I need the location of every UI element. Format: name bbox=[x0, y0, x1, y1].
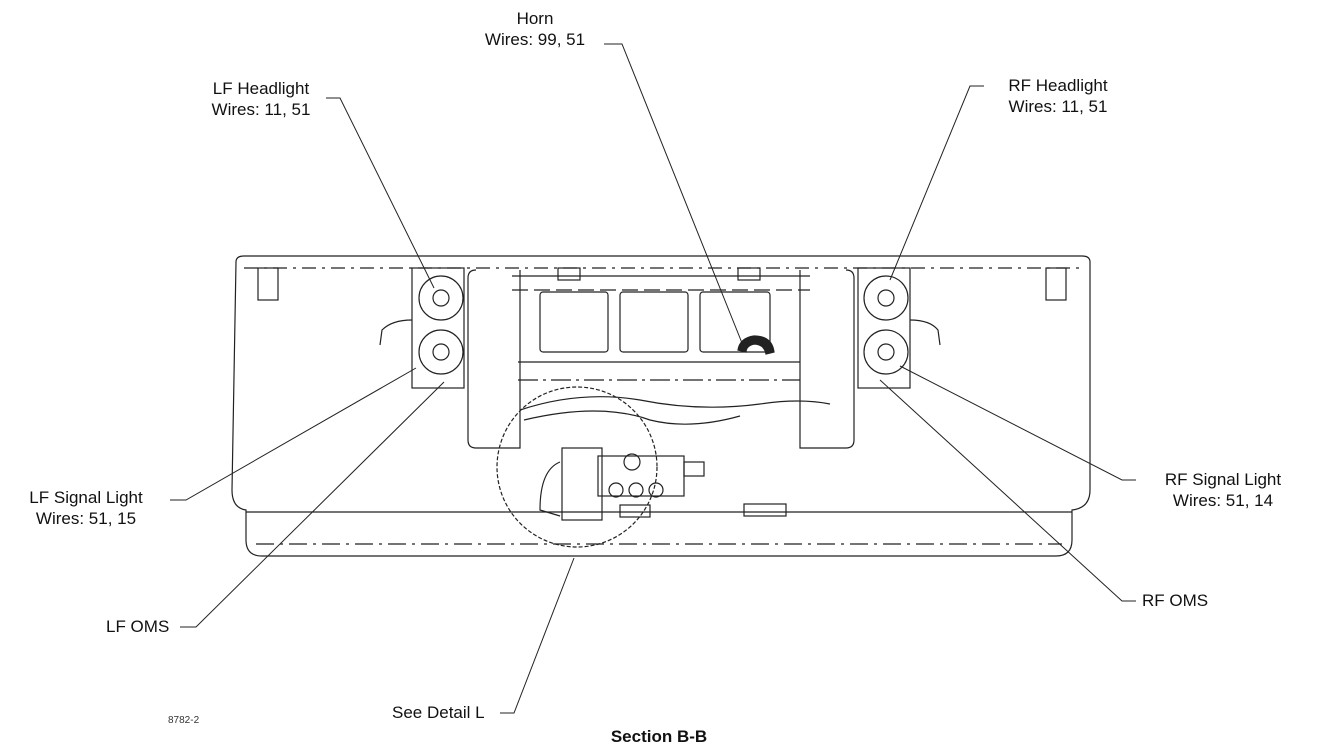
rf-headlight-wires: Wires: 11, 51 bbox=[1008, 97, 1108, 116]
leader-rf-signal bbox=[899, 365, 1136, 481]
figure-number: 8782-2 bbox=[168, 715, 200, 726]
lf-oms-label: LF OMS bbox=[106, 617, 170, 636]
detail-circle bbox=[496, 386, 658, 548]
rf-headlight-label: RF Headlight bbox=[1008, 76, 1108, 95]
lf-signal-label: LF Signal Light bbox=[29, 488, 143, 507]
lf-headlight-wires: Wires: 11, 51 bbox=[211, 100, 311, 119]
rf-signal-wires: Wires: 51, 14 bbox=[1172, 491, 1274, 510]
horn-callout: Horn Wires: 99, 51 bbox=[470, 8, 600, 50]
lf-headlight-label: LF Headlight bbox=[212, 79, 310, 98]
see-detail-label: See Detail L bbox=[392, 703, 485, 722]
horn-wires: Wires: 99, 51 bbox=[484, 30, 586, 49]
lf-signal-wires: Wires: 51, 15 bbox=[35, 509, 137, 528]
body-outline bbox=[231, 255, 1091, 557]
leader-rf-oms bbox=[879, 379, 1136, 602]
lf-headlight-callout: LF Headlight Wires: 11, 51 bbox=[196, 78, 326, 120]
rf-headlight-callout: RF Headlight Wires: 11, 51 bbox=[988, 75, 1128, 117]
leader-lf-signal bbox=[170, 367, 417, 501]
section-title: Section B-B bbox=[610, 727, 708, 746]
rf-signal-label: RF Signal Light bbox=[1164, 470, 1282, 489]
horn-label: Horn bbox=[516, 9, 554, 28]
leader-detail bbox=[500, 557, 575, 714]
leader-lf-oms bbox=[180, 381, 445, 628]
rf-oms-label: RF OMS bbox=[1142, 591, 1209, 610]
leader-horn bbox=[604, 43, 745, 349]
leader-rf-headlight bbox=[889, 85, 984, 281]
leader-lf-headlight bbox=[326, 97, 435, 289]
lf-signal-callout: LF Signal Light Wires: 51, 15 bbox=[2, 487, 170, 529]
rf-signal-callout: RF Signal Light Wires: 51, 14 bbox=[1138, 469, 1308, 511]
